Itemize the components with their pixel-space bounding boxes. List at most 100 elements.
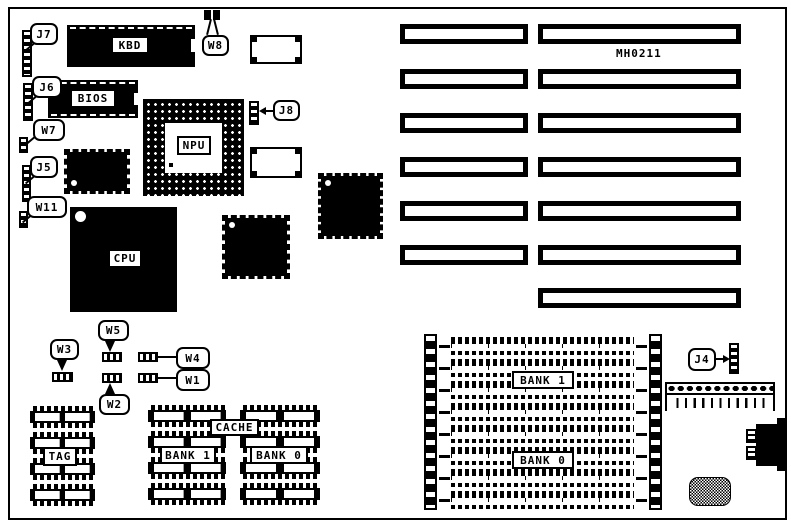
j4-header	[729, 343, 739, 374]
j8-header	[249, 101, 259, 125]
isa-slot-short-2	[400, 69, 528, 89]
cache-bank0-label: BANK 0	[250, 446, 308, 464]
kbd-dash-line	[70, 27, 192, 29]
crystal-oscillator	[689, 477, 731, 506]
simm-socket-row	[451, 403, 634, 421]
w8-jumper	[204, 10, 220, 20]
cache-bank1-group: BANK 1	[148, 405, 226, 507]
w5-jumper	[102, 352, 122, 362]
board-outline	[8, 7, 787, 520]
qfp-chip-c	[222, 215, 290, 279]
w2-callout-tail	[105, 383, 115, 394]
edge-connector-body	[756, 424, 787, 466]
cpu-chip: CPU	[70, 207, 177, 312]
isa-slot-short-3	[400, 113, 528, 133]
isa-slot-long-6	[538, 245, 741, 265]
w7-callout-label: W7	[33, 119, 65, 141]
w3-callout-label: W3	[50, 339, 79, 360]
bios-chip: BIOS	[48, 80, 138, 118]
bios-label: BIOS	[70, 89, 116, 108]
qfp-chip-a-pin1-dot	[71, 180, 77, 186]
npu-pin1-mark	[169, 163, 173, 167]
simm-socket-row	[451, 469, 634, 487]
isa-slot-long-3	[538, 113, 741, 133]
j4-callout-line	[716, 358, 727, 360]
tag-dip-row	[30, 484, 95, 506]
npu-socket-center: NPU	[165, 123, 222, 173]
w4-callout-label: W4	[176, 347, 210, 369]
j7-callout-label: J7	[30, 23, 58, 45]
kbd-label: KBD	[111, 36, 149, 54]
j8-callout-arrow	[259, 107, 266, 115]
npu-socket: NPU	[143, 99, 244, 196]
simm-clip-column-right	[636, 337, 647, 509]
board-id-label: MH0211	[616, 47, 662, 60]
bios-dash-line-bottom	[51, 114, 135, 116]
edge-connector-tab-top	[777, 418, 786, 424]
simm-socket-row	[451, 359, 634, 377]
isa-slot-short-4	[400, 157, 528, 177]
npu-label: NPU	[177, 136, 211, 155]
w8-callout-label: W8	[202, 35, 229, 56]
isa-slot-long-2	[538, 69, 741, 89]
cache-dip-row	[240, 405, 320, 427]
isa-slot-short-1	[400, 24, 528, 44]
w3-jumper	[52, 372, 73, 382]
isa-slot-short-6	[400, 245, 528, 265]
qfp-chip-b-pin1-dot	[325, 180, 331, 186]
tag-dip-row	[30, 406, 95, 428]
j7-header	[22, 30, 32, 77]
w8-jumper-gap	[211, 10, 213, 20]
cache-bank1-label: BANK 1	[160, 446, 216, 464]
simm-socket-row	[451, 337, 634, 355]
simm-socket-row	[451, 381, 634, 399]
empty-socket-top	[250, 35, 302, 64]
qfp-chip-b	[318, 173, 383, 239]
simm-socket-row	[451, 491, 634, 509]
isa-slot-short-5	[400, 201, 528, 221]
isa-slot-long-5	[538, 201, 741, 221]
cache-label: CACHE	[210, 419, 259, 436]
w11-callout-label: W11	[27, 196, 67, 218]
simm-rail-right	[649, 334, 662, 510]
w7-header	[19, 137, 28, 153]
edge-connector-tab-bottom	[777, 466, 786, 471]
cache-dip-row	[148, 483, 226, 505]
j8-callout-label: J8	[273, 100, 300, 121]
cpu-pin1-dot	[75, 211, 86, 222]
j4-callout-label: J4	[688, 348, 716, 371]
w4-callout-line	[158, 356, 176, 358]
isa-slot-long-4	[538, 157, 741, 177]
edge-mini-connector-2	[746, 446, 757, 460]
w2-callout-label: W2	[99, 394, 130, 415]
tag-label: TAG	[43, 447, 77, 466]
cache-dip-row	[148, 405, 226, 427]
w5-callout-tail	[105, 341, 115, 352]
j5-callout-label: J5	[30, 156, 58, 178]
simm-bank0-label: BANK 0	[512, 451, 574, 469]
cache-dip-row	[240, 483, 320, 505]
w1-jumper	[138, 373, 158, 383]
cpu-label: CPU	[108, 249, 142, 268]
simm-clip-column-left	[439, 337, 450, 509]
empty-socket-middle	[250, 147, 302, 178]
simm-socket-block	[451, 337, 634, 513]
j6-callout-label: J6	[32, 76, 62, 98]
w4-jumper	[138, 352, 158, 362]
power-connector-sockets	[667, 393, 773, 411]
kbd-chip: KBD	[67, 25, 195, 67]
w1-callout-line	[158, 377, 176, 379]
w2-jumper	[102, 373, 122, 383]
w3-callout-tail	[57, 360, 67, 371]
kbd-notch	[191, 39, 195, 52]
j8-callout-line	[264, 110, 274, 112]
w5-callout-label: W5	[98, 320, 129, 341]
edge-mini-connector-1	[746, 429, 757, 443]
simm-rail-left	[424, 334, 437, 510]
isa-slot-long-7	[538, 288, 741, 308]
bios-notch	[134, 93, 138, 105]
j4-callout-arrow	[723, 355, 730, 363]
cache-bank0-group: BANK 0	[240, 405, 320, 507]
power-connector	[665, 382, 775, 411]
qfp-chip-a	[64, 149, 130, 194]
